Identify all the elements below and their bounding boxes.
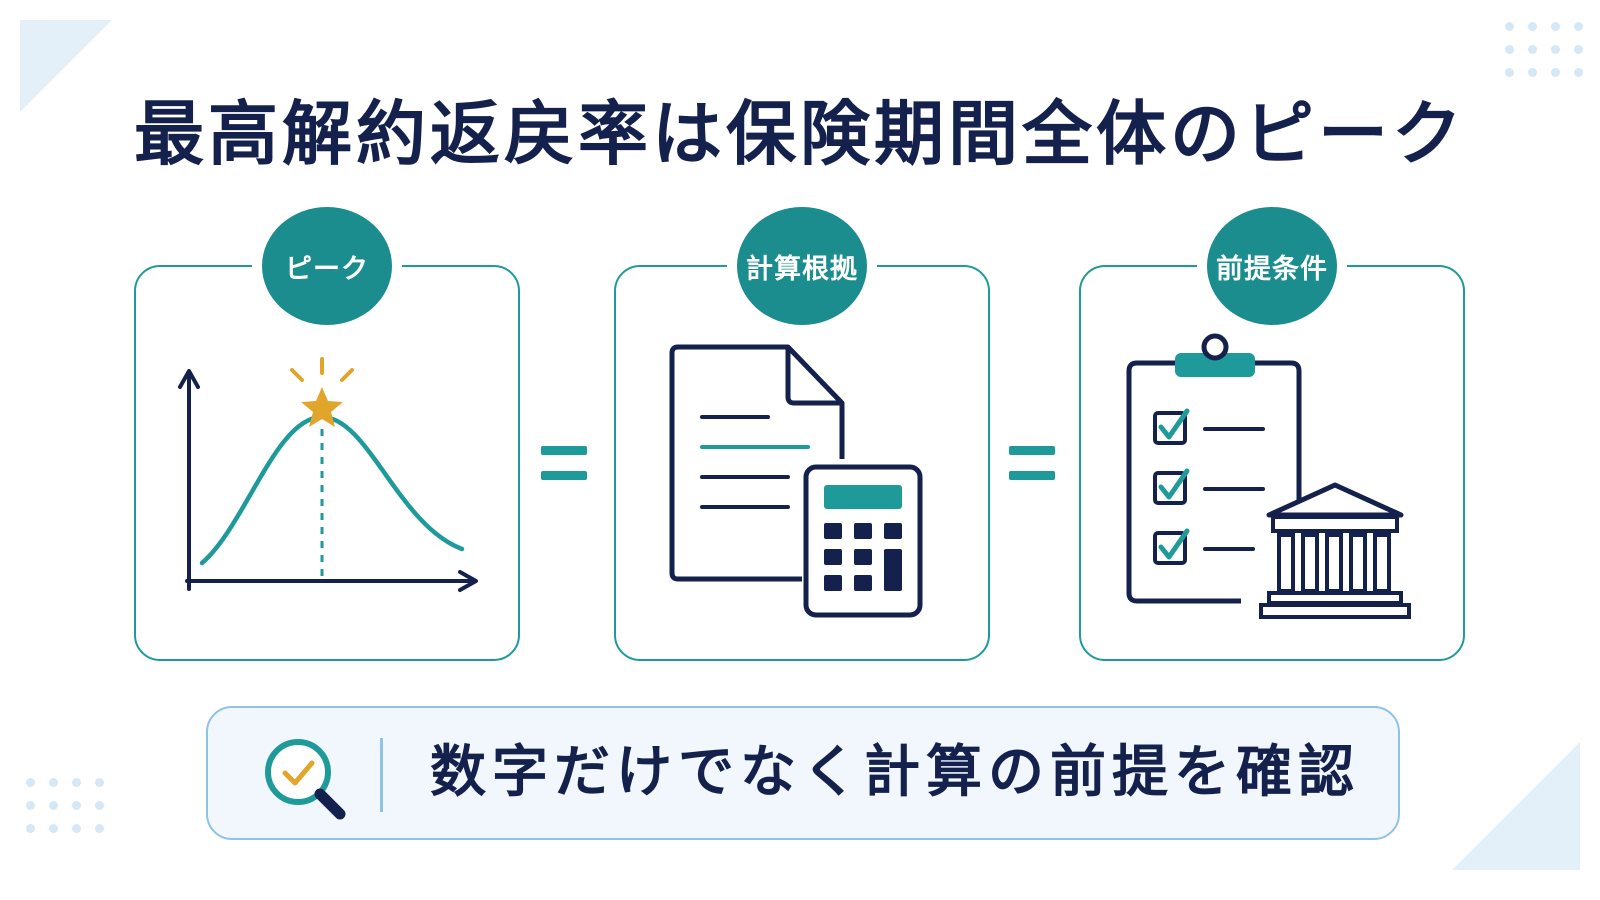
corner-triangle-bottom-right	[1452, 742, 1580, 870]
banner-divider	[380, 738, 383, 812]
badge-assumptions: 前提条件	[1207, 207, 1337, 325]
corner-triangle-top-left	[20, 20, 112, 112]
dot-grid-top-right	[1505, 22, 1583, 77]
document-calculator-icon	[669, 344, 923, 618]
card-peak: ピーク	[134, 207, 520, 661]
equals-sign-2	[1009, 446, 1055, 480]
badge-peak: ピーク	[262, 207, 392, 325]
badge-calculation-basis: 計算根拠	[737, 207, 867, 325]
magnifier-check-icon	[265, 739, 346, 820]
clipboard-checklist-bank-icon	[1126, 333, 1411, 619]
card-assumptions: 前提条件	[1079, 207, 1465, 661]
equals-sign-1	[541, 446, 587, 480]
summary-banner: 数字だけでなく計算の前提を確認	[206, 706, 1400, 840]
peak-curve-chart-icon	[178, 357, 478, 592]
banner-text: 数字だけでなく計算の前提を確認	[430, 740, 1360, 805]
page-title: 最高解約返戻率は保険期間全体のピーク	[134, 93, 1466, 175]
dot-grid-bottom-left	[26, 778, 104, 833]
card-calculation-basis: 計算根拠	[614, 207, 990, 661]
